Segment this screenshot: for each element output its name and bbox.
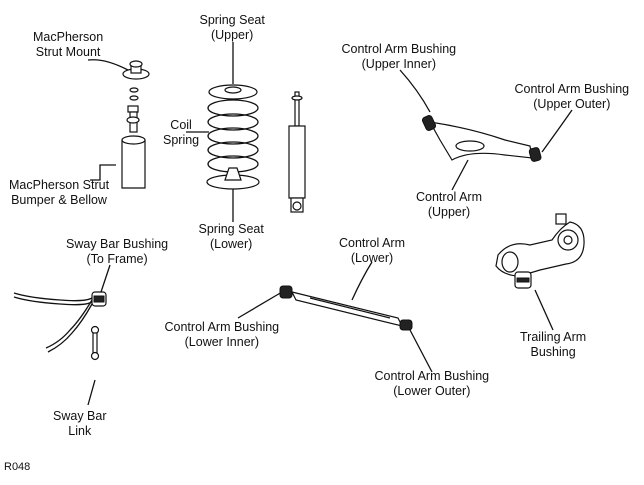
shock-absorber-part (288, 91, 306, 213)
strut-bumper-part (121, 105, 146, 189)
label-spring-seat-lower: Spring Seat(Lower) (198, 222, 264, 251)
label-ca-bushing-lower-inner: Control Arm Bushing(Lower Inner) (164, 320, 280, 349)
lower-control-arm-part (279, 285, 413, 331)
label-sway-bar-bushing: Sway Bar Bushing(To Frame) (66, 237, 169, 266)
label-ca-bushing-lower-outer: Control Arm Bushing(Lower Outer) (374, 369, 490, 398)
label-spring-seat-upper: Spring Seat(Upper) (199, 13, 265, 42)
spring-seat-lower-part (206, 167, 260, 190)
coil-spring-part (207, 99, 259, 173)
reference-code: R048 (4, 461, 31, 473)
strut-mount-part (122, 60, 150, 101)
sway-bar-bushing-part (91, 291, 107, 307)
label-ca-bushing-upper-outer: Control Arm Bushing(Upper Outer) (514, 82, 630, 111)
label-ca-bushing-upper-inner: Control Arm Bushing(Upper Inner) (341, 42, 457, 71)
label-control-arm-upper: Control Arm(Upper) (416, 190, 482, 219)
upper-control-arm-part (421, 115, 542, 162)
trailing-arm-part (495, 213, 585, 277)
sway-bar-part (13, 292, 93, 353)
leader-lines (87, 42, 573, 406)
sway-bar-link-part (90, 325, 100, 361)
spring-seat-upper-part (208, 84, 258, 100)
trailing-arm-bushing-part (514, 271, 532, 289)
label-control-arm-lower: Control Arm(Lower) (339, 236, 405, 265)
